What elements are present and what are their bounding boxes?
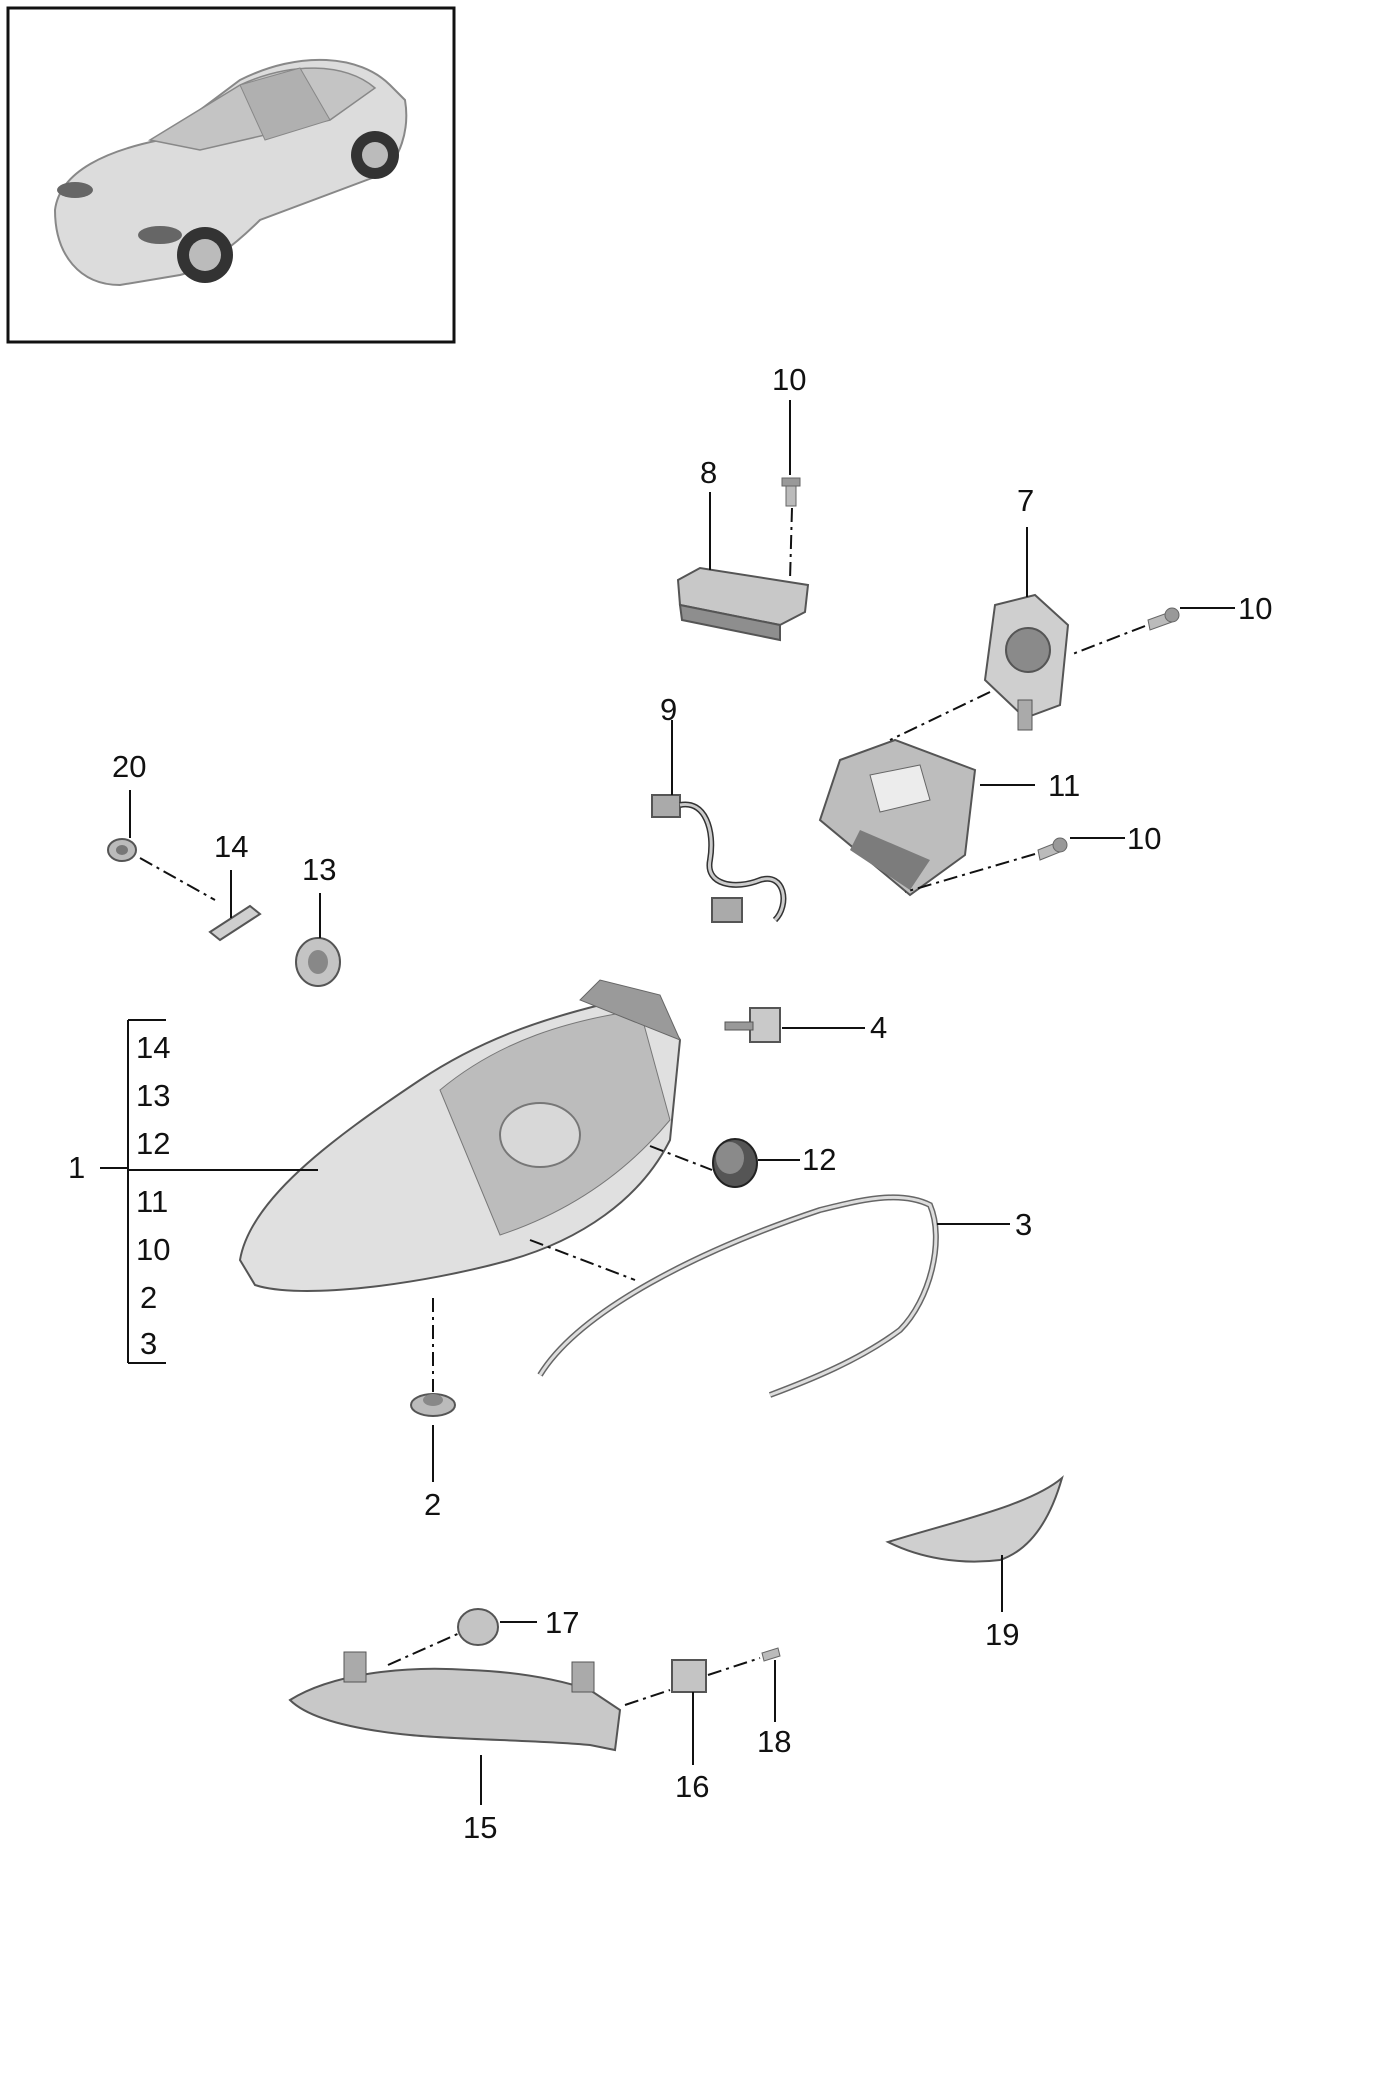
bracket-item-14: 14 xyxy=(136,1030,170,1065)
part-10-screw-top xyxy=(781,477,801,507)
assembly-bracket-list: 14 13 12 11 10 2 3 xyxy=(136,1030,170,1361)
callout-10-right: 10 xyxy=(1238,591,1272,626)
callout-14: 14 xyxy=(214,829,248,864)
part-17-grommet xyxy=(457,1608,499,1646)
callout-20: 20 xyxy=(112,749,146,784)
callout-16: 16 xyxy=(675,1769,709,1804)
part-18-screw xyxy=(761,1647,781,1662)
callout-17: 17 xyxy=(545,1605,579,1640)
part-1-headlight xyxy=(238,979,682,1292)
callout-9: 9 xyxy=(660,692,677,727)
part-16-module xyxy=(671,1659,707,1693)
part-8-control-unit xyxy=(676,566,810,642)
part-2-mount xyxy=(410,1393,456,1417)
leader-lines xyxy=(100,400,1235,1805)
bracket-item-12: 12 xyxy=(136,1126,170,1161)
callout-15: 15 xyxy=(463,1810,497,1845)
assembly-lines xyxy=(139,507,1146,1706)
part-19-side-marker xyxy=(885,1475,1064,1563)
bracket-item-2: 2 xyxy=(140,1280,157,1315)
part-15-drl xyxy=(288,1651,622,1752)
callout-2: 2 xyxy=(424,1487,441,1522)
part-12-cover-cap xyxy=(712,1138,758,1188)
bracket-item-11: 11 xyxy=(136,1184,168,1219)
part-11-housing xyxy=(818,738,977,897)
callout-7: 7 xyxy=(1017,483,1034,518)
callout-10-top: 10 xyxy=(772,362,806,397)
part-9-harness xyxy=(651,794,787,923)
callout-11: 11 xyxy=(1048,768,1080,803)
callout-8: 8 xyxy=(700,455,717,490)
callout-4: 4 xyxy=(870,1010,887,1045)
part-3-seal xyxy=(537,1194,939,1398)
vehicle-thumbnail xyxy=(6,6,456,344)
bracket-item-10: 10 xyxy=(136,1232,170,1267)
part-13-cap xyxy=(295,937,341,987)
callouts: 10 8 7 10 9 11 10 20 14 13 4 12 3 1 2 19… xyxy=(68,362,1272,1845)
car-illustration xyxy=(53,58,408,287)
bracket-item-3: 3 xyxy=(140,1326,157,1361)
callout-3: 3 xyxy=(1015,1207,1032,1242)
part-7-bracket xyxy=(983,593,1070,731)
callout-18: 18 xyxy=(757,1724,791,1759)
part-20-grommet xyxy=(107,838,137,862)
part-14-clip xyxy=(208,904,262,942)
part-10-screw-lower xyxy=(1037,837,1068,861)
callout-19: 19 xyxy=(985,1617,1019,1652)
callout-12: 12 xyxy=(802,1142,836,1177)
bracket-item-13: 13 xyxy=(136,1078,170,1113)
callout-10-lower: 10 xyxy=(1127,821,1161,856)
part-10-screw-right xyxy=(1147,607,1180,631)
callout-1: 1 xyxy=(68,1150,85,1185)
callout-13: 13 xyxy=(302,852,336,887)
part-4-bulb xyxy=(724,1007,781,1043)
